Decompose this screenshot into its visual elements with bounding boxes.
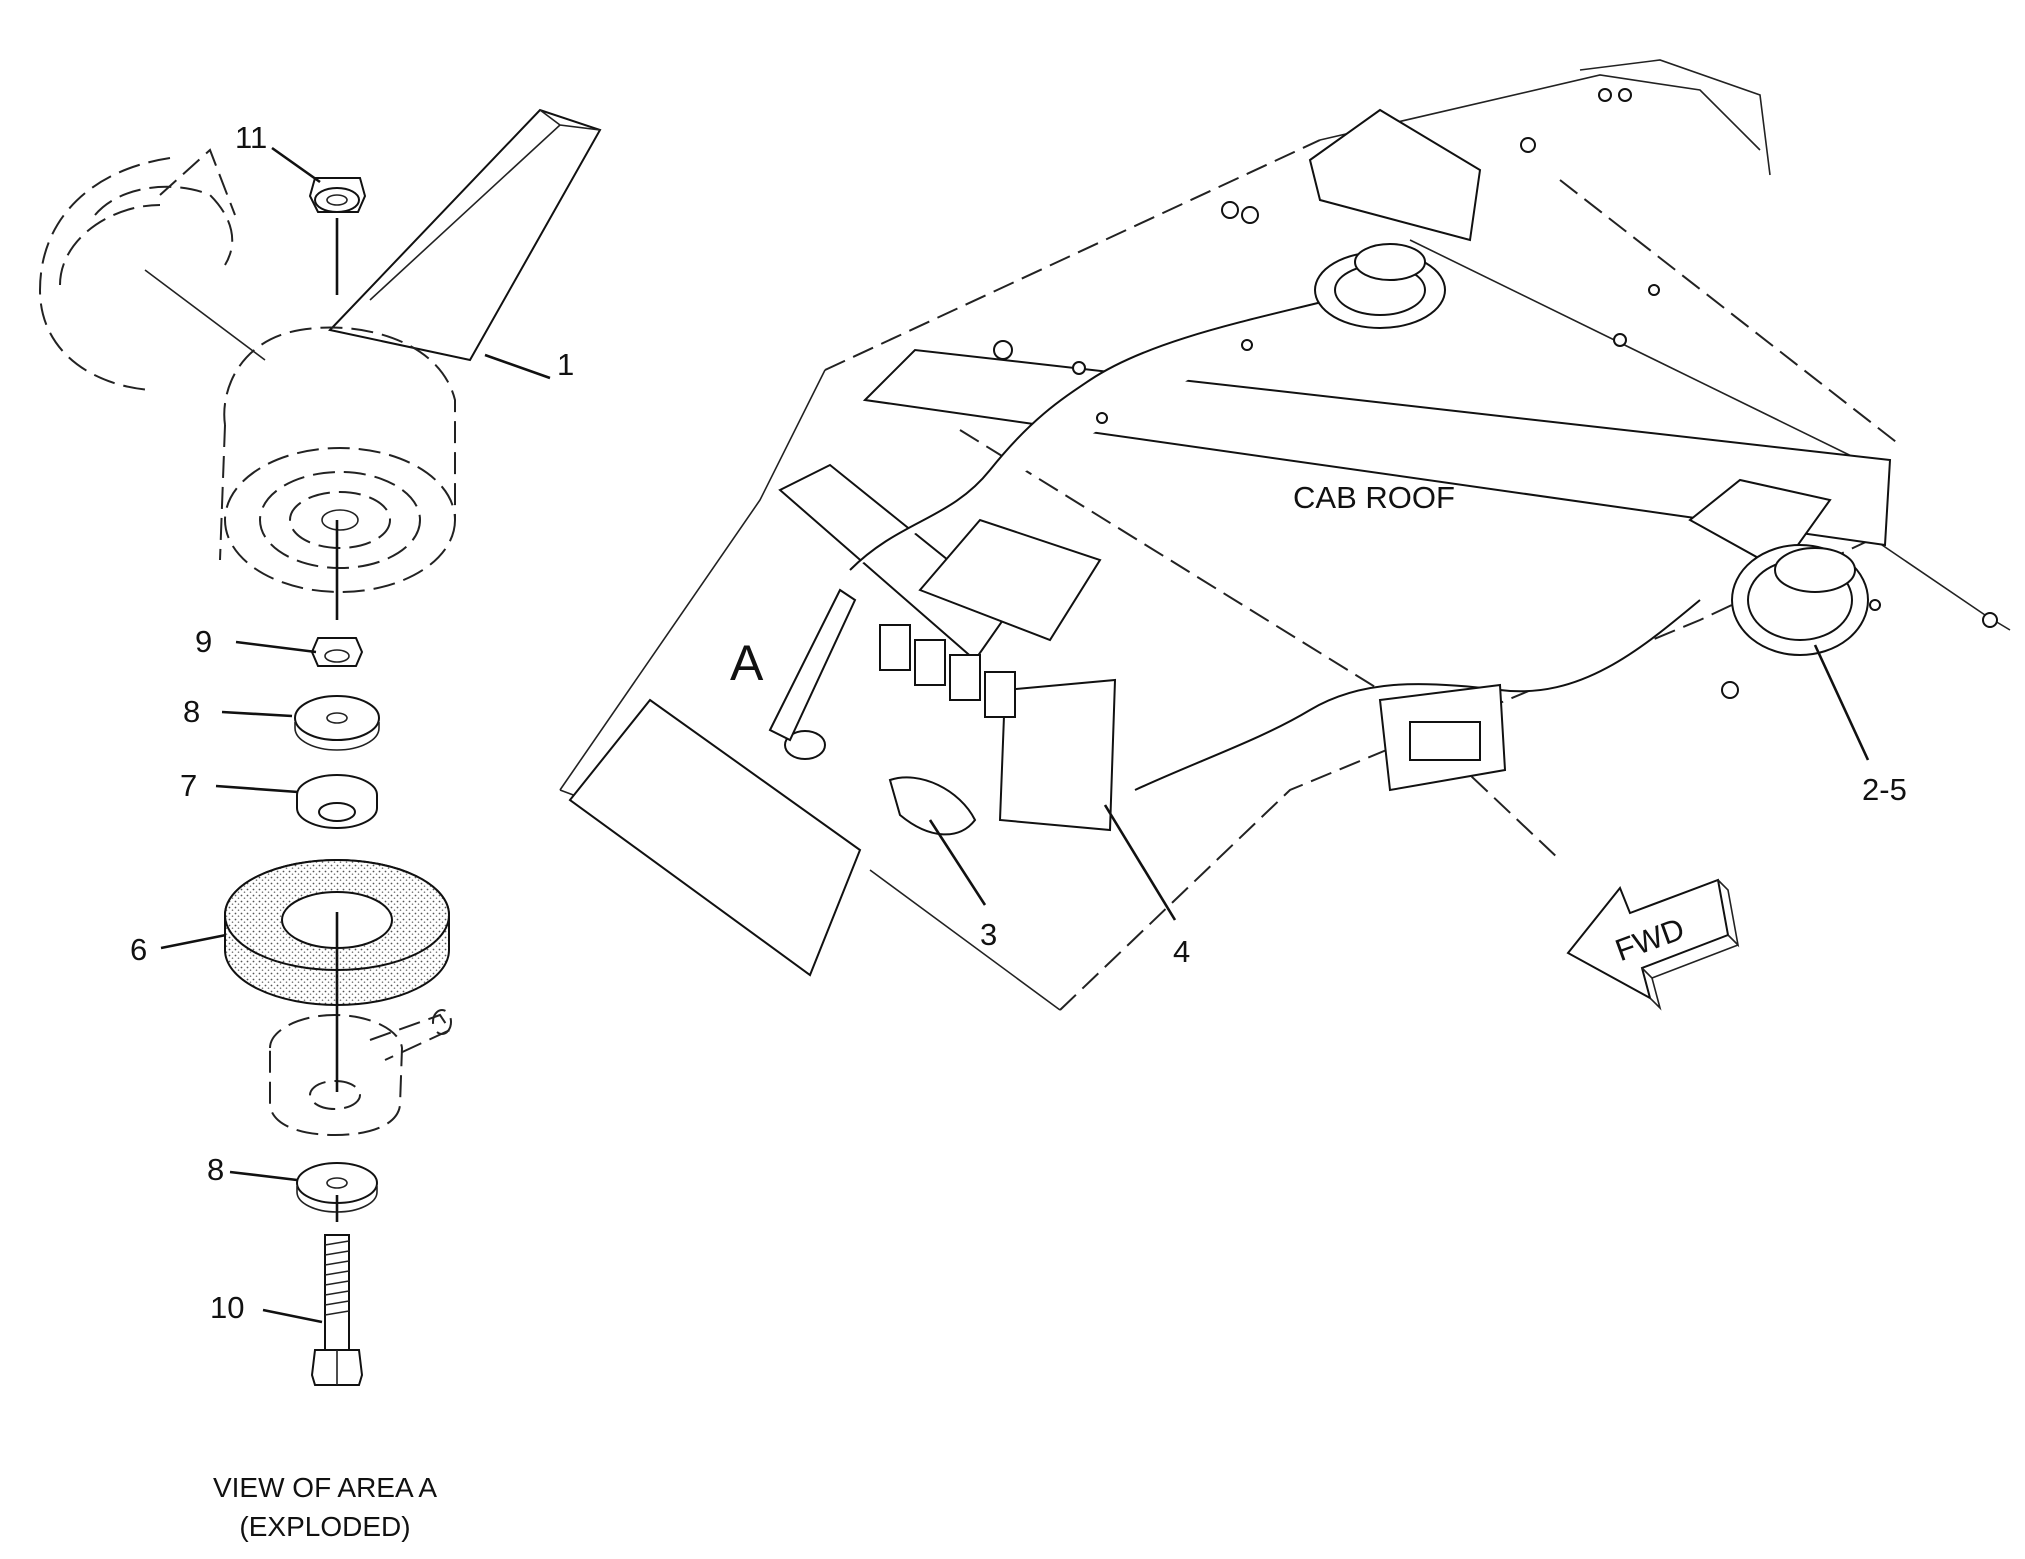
- relay-block: [768, 588, 1016, 836]
- area-marker-a: A: [730, 635, 764, 691]
- caption-line-2: (EXPLODED): [239, 1511, 410, 1542]
- exploded-view: 11 1 9 8 7 6 8 10 VIEW OF AREA A (EXPLOD…: [38, 108, 602, 1542]
- callout-1: 1: [557, 347, 574, 382]
- cab-roof-view: A CAB ROOF 3 4 2-5 FWD: [559, 59, 2011, 1011]
- mount-context-dashed: [38, 148, 266, 391]
- part-10-bolt: [310, 1234, 364, 1386]
- roof-panels: [568, 108, 1892, 977]
- hardware-dots: [993, 88, 1998, 699]
- caption-line-1: VIEW OF AREA A: [213, 1472, 437, 1503]
- callout-6: 6: [130, 932, 147, 967]
- part-11-nut: [308, 177, 367, 213]
- callout-2-5: 2-5: [1862, 772, 1907, 807]
- fwd-arrow: FWD: [1566, 878, 1740, 1011]
- callout-11: 11: [235, 120, 267, 155]
- callout-8-lower: 8: [207, 1152, 224, 1187]
- mount-base-dashed: [269, 1009, 452, 1137]
- roof-leader-lines: [928, 644, 1870, 921]
- exploded-leader-lines: [160, 146, 551, 1324]
- part-9-hex-nut: [310, 637, 364, 667]
- speaker-rear: [1314, 243, 1446, 329]
- callout-10: 10: [210, 1290, 244, 1325]
- wiring-harness: [849, 299, 1701, 792]
- callout-7: 7: [180, 768, 197, 803]
- callout-9: 9: [195, 624, 212, 659]
- part-8-washer-upper: [294, 695, 380, 751]
- part-1-arm: [219, 108, 602, 593]
- callout-3: 3: [980, 917, 997, 952]
- callout-4: 4: [1173, 934, 1190, 969]
- speaker-front: [1731, 544, 1869, 656]
- part-7-bushing: [296, 774, 378, 829]
- cab-roof-label: CAB ROOF: [1293, 480, 1455, 515]
- callout-8-upper: 8: [183, 694, 200, 729]
